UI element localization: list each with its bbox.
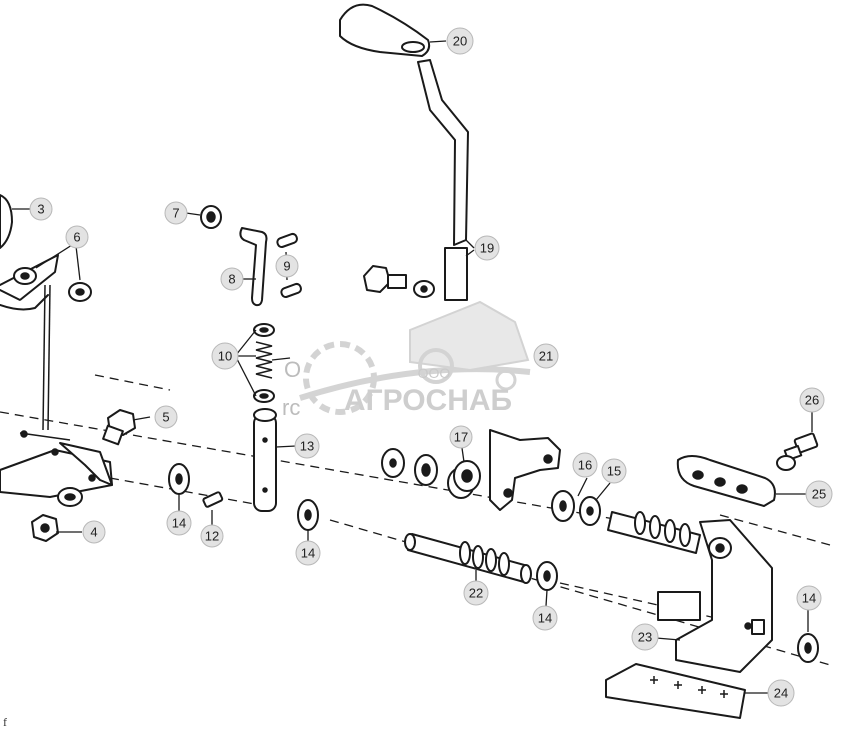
svg-text:19: 19 (480, 241, 494, 256)
callout-14d: 14 (796, 585, 822, 611)
callout-22: 22 (463, 580, 489, 606)
callout-16: 16 (572, 452, 598, 478)
svg-text:17: 17 (454, 430, 468, 445)
callout-10: 10 (211, 342, 239, 370)
callout-7: 7 (164, 201, 188, 225)
part-23-bracket (675, 519, 773, 673)
callout-14a: 14 (166, 510, 192, 536)
svg-text:13: 13 (300, 439, 314, 454)
part-9-pin-a (276, 232, 298, 248)
svg-text:20: 20 (453, 34, 467, 49)
part-19-lever-arm (417, 59, 469, 246)
callout-26: 26 (799, 387, 825, 413)
part-9-pin-b (280, 282, 302, 298)
svg-text:25: 25 (812, 487, 826, 502)
svg-text:15: 15 (607, 464, 621, 479)
shift-lever (339, 3, 469, 301)
callout-17: 17 (449, 425, 473, 449)
callout-24: 24 (767, 679, 795, 707)
part-13-tube (253, 408, 277, 512)
svg-text:16: 16 (578, 458, 592, 473)
part-5-bolt (102, 409, 136, 446)
watermark-logo: ООО АГРОСНАБ О rc (282, 300, 531, 420)
svg-text:14: 14 (538, 611, 552, 626)
part-8-l-pin (239, 227, 268, 307)
part-22-shaft (404, 533, 532, 584)
svg-text:14: 14 (301, 546, 315, 561)
callout-15: 15 (601, 458, 627, 484)
callout-14c: 14 (532, 605, 558, 631)
part-24-base-pad (605, 663, 746, 719)
callout-21: 21 (533, 343, 559, 369)
center-hardware (363, 265, 601, 526)
callout-19: 19 (474, 235, 500, 261)
callout-6: 6 (65, 225, 89, 249)
part-17-spacer (447, 460, 481, 499)
svg-text:6: 6 (73, 230, 80, 245)
callout-13: 13 (294, 433, 320, 459)
right-bracket-assembly (605, 432, 819, 719)
callout-20: 20 (446, 27, 474, 55)
svg-text:21: 21 (539, 349, 553, 364)
svg-text:4: 4 (90, 525, 97, 540)
part-12-key (202, 491, 224, 508)
corner-mark: f (3, 715, 7, 729)
left-bracket-assembly (0, 194, 136, 542)
svg-text:23: 23 (638, 630, 652, 645)
part-10-spring-set (253, 323, 275, 403)
svg-text:9: 9 (283, 259, 290, 274)
callout-3: 3 (29, 197, 53, 221)
svg-text:14: 14 (172, 516, 186, 531)
svg-text:24: 24 (774, 686, 788, 701)
callout-8: 8 (220, 267, 244, 291)
callout-4: 4 (82, 520, 106, 544)
callout-25: 25 (805, 480, 833, 508)
svg-text:5: 5 (162, 410, 169, 425)
callout-badges: 3 4 5 6 7 8 9 10 12 13 14 14 14 14 15 16… (29, 27, 833, 707)
part-26-bolt (776, 432, 819, 471)
watermark-prefix: ООО (418, 365, 451, 381)
callout-5: 5 (154, 405, 178, 429)
part-3-bracket (0, 194, 13, 249)
leader-lines (12, 40, 813, 694)
svg-text:22: 22 (469, 586, 483, 601)
callout-23: 23 (631, 623, 659, 651)
svg-text:14: 14 (802, 591, 816, 606)
pin-spring-column (168, 205, 319, 531)
watermark-company: АГРОСНАБ (344, 384, 512, 417)
callout-14b: 14 (295, 540, 321, 566)
svg-text:8: 8 (228, 272, 235, 287)
svg-text:7: 7 (172, 206, 179, 221)
svg-text:26: 26 (805, 393, 819, 408)
part-21-plate (489, 429, 561, 511)
watermark-fragment-2: rc (282, 395, 300, 420)
svg-text:3: 3 (37, 202, 44, 217)
svg-text:10: 10 (218, 349, 232, 364)
part-25-block (676, 455, 776, 507)
watermark-fragment-1: О (284, 357, 301, 382)
callout-9: 9 (275, 254, 299, 278)
svg-text:12: 12 (205, 529, 219, 544)
callout-12: 12 (200, 524, 224, 548)
